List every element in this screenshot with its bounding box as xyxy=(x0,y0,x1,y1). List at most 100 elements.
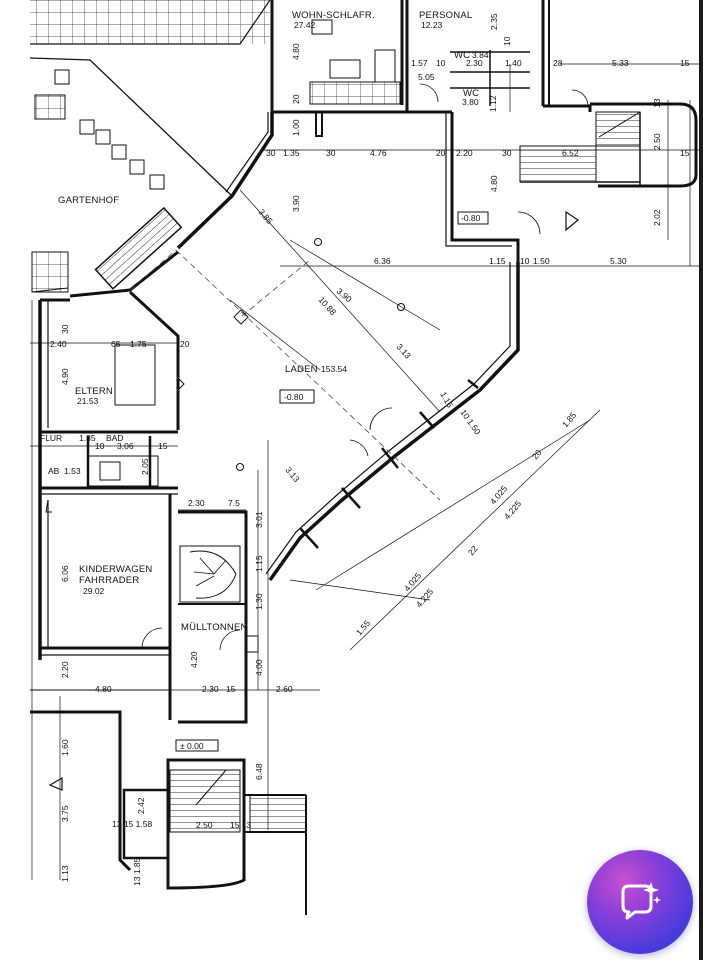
label-wc2: WC xyxy=(463,88,479,99)
dimension-label: 6.52 xyxy=(562,148,579,158)
dimension-label: 22 xyxy=(466,543,480,557)
shop-guidelines xyxy=(129,249,441,501)
label-kinderwagen-area: 29.02 xyxy=(83,586,105,596)
dimension-label: 1.85 xyxy=(79,433,96,443)
dimension-label: 4.00 xyxy=(254,659,264,676)
dimension-label: 2.20 xyxy=(456,148,473,158)
dimension-label: 1.57 xyxy=(411,58,428,68)
dimension-labels: 4.80 20 2.35 10 1.57 10 5.05 2.30 1.40 2… xyxy=(50,13,690,886)
dimension-label: 4.225 xyxy=(414,586,436,609)
left-rooms xyxy=(38,298,178,720)
label-wc1-area: 3.84 xyxy=(472,50,489,60)
label-gartenhof: GARTENHOF xyxy=(58,195,119,206)
upper-rooms xyxy=(270,0,592,137)
label-laden: LADEN xyxy=(285,364,318,375)
dimension-label: 4.80 xyxy=(291,43,301,60)
dimension-label: 2.05 xyxy=(140,458,150,475)
right-stairs xyxy=(519,102,698,232)
dimension-label: 2.60 xyxy=(276,684,293,694)
dimension-label: 7.5 xyxy=(228,498,240,508)
dimension-label: 30 xyxy=(326,148,336,158)
dimension-label: 1.15 xyxy=(254,555,264,572)
dimension-label: 1.40 xyxy=(505,58,522,68)
label-personal: PERSONAL xyxy=(419,10,472,21)
dimension-label: 3.13 xyxy=(283,465,301,484)
dimension-label: 6.06 xyxy=(60,565,70,582)
dimension-label: 10 xyxy=(436,58,446,68)
dimension-label: 20 xyxy=(436,148,446,158)
level-upper: -0.80 xyxy=(461,213,481,223)
dimension-label: 1.12 xyxy=(488,95,498,112)
label-eltern: ELTERN xyxy=(75,386,113,397)
dimension-label: 1.30 xyxy=(254,593,264,610)
dimension-label: 1.85 xyxy=(560,410,578,429)
dimension-label: 15 13 xyxy=(230,820,252,830)
level-ground: ± 0.00 xyxy=(180,741,204,751)
dimension-label: 20 xyxy=(291,94,301,104)
dimension-label: 2.42 xyxy=(136,797,146,814)
dimension-label: 30 xyxy=(502,148,512,158)
dimension-label: 2.50 xyxy=(652,133,662,150)
dimension-label: 3.90 xyxy=(335,286,354,304)
dimension-lines xyxy=(30,63,700,880)
dimension-label: 4.80 xyxy=(489,175,499,192)
dimension-label: 4.76 xyxy=(370,148,387,158)
label-kinderwagen: KINDERWAGEN xyxy=(79,564,152,575)
label-mulltonnen: MÜLLTONNEN xyxy=(181,622,248,633)
shop-walls xyxy=(69,112,541,582)
dimension-label: 10 xyxy=(502,36,512,46)
dimension-label: 3.75 xyxy=(60,805,70,822)
dimension-label: 2.20 xyxy=(60,661,70,678)
dimension-label: 2.50 xyxy=(196,820,213,830)
shop-markers xyxy=(233,238,405,471)
dimension-label: 65 xyxy=(111,339,121,349)
dimension-label: 3.06 xyxy=(117,441,134,451)
dimension-label: 6.48 xyxy=(254,763,264,780)
dimension-label: 15 xyxy=(226,684,236,694)
level-laden: -0.80 xyxy=(284,392,304,402)
dimension-label: 10 xyxy=(95,441,105,451)
dimension-label: 1.53 xyxy=(64,466,81,476)
center-lower xyxy=(30,510,307,915)
dimension-label: 1.50 xyxy=(533,256,550,266)
label-flur: FLUR xyxy=(40,433,62,443)
dimension-label: 4.80 xyxy=(95,684,112,694)
dimension-label: 15 xyxy=(680,148,690,158)
label-wohn: WOHN-SCHLAFR. xyxy=(292,10,375,21)
dimension-label: 30 xyxy=(60,324,70,334)
dimension-label: 5.05 xyxy=(418,72,435,82)
label-abst: AB xyxy=(48,466,60,476)
dimension-label: 1.15 xyxy=(438,390,455,410)
dimension-label: 4.025 xyxy=(488,483,510,506)
dimension-label: 3.13 xyxy=(395,342,414,361)
sparkle-chat-icon xyxy=(621,882,661,920)
dimension-label: 4.90 xyxy=(60,368,70,385)
dimension-label: 1.13 xyxy=(60,865,70,882)
dimension-label: 6.36 xyxy=(374,256,391,266)
level-markers: -0.80 -0.80 ± 0.00 xyxy=(175,211,489,752)
terrace-tiles xyxy=(29,0,271,293)
dimension-label: 5.33 xyxy=(612,58,629,68)
dimension-label: 15 xyxy=(680,58,690,68)
dimension-label: 2.35 xyxy=(489,13,499,30)
ai-assistant-button[interactable] xyxy=(587,850,693,954)
dimension-label: 13 xyxy=(652,98,662,108)
room-labels: WOHN-SCHLAFR. 27.42 PERSONAL 12.23 WC 3.… xyxy=(40,10,489,633)
dimension-label: 30 xyxy=(266,148,276,158)
dimension-label: 1.75 xyxy=(130,339,147,349)
dimension-label: 3.90 xyxy=(291,195,301,212)
dimension-label: 2.02 xyxy=(652,209,662,226)
dimension-label: 13 15 1.58 xyxy=(112,819,152,829)
label-fahrrader: FAHRRADER xyxy=(79,575,139,586)
dimension-label: 2.40 xyxy=(50,339,67,349)
dimension-label: 13 1.85 xyxy=(132,857,142,886)
dimension-label: 4.225 xyxy=(502,498,524,521)
dimension-label: 1.60 xyxy=(60,739,70,756)
dimension-label: 4.20 xyxy=(189,651,199,668)
dimension-label: 15 xyxy=(158,441,168,451)
dimension-label: 3.85 xyxy=(256,207,274,226)
label-wc2-area: 3.80 xyxy=(462,97,479,107)
viewer-edge-bar xyxy=(699,0,703,960)
dimension-label: 5.30 xyxy=(610,256,627,266)
